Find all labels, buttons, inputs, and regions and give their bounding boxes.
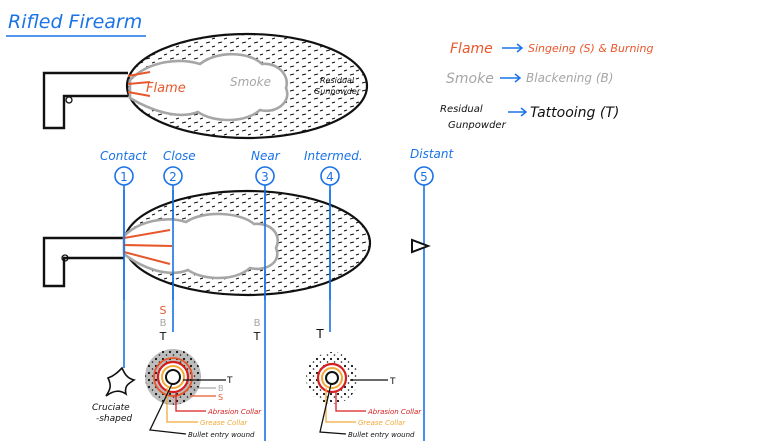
intermediate-line-abrasion <box>335 392 366 412</box>
close-wound: T B S Abrasion Collar Grease Collar Bull… <box>145 349 262 439</box>
close-label-t: T <box>226 376 233 386</box>
top-gun-barrel <box>42 71 128 130</box>
range-close-number: 2 <box>169 170 177 184</box>
bottom-gun-screw <box>61 254 69 262</box>
bullet <box>411 238 431 254</box>
range-markers: Contact 1 Close 2 Near 3 Intermed. 4 Dis… <box>100 147 454 441</box>
contact-wound-label-2: -shaped <box>96 414 132 424</box>
contact-wound-label-1: Cruciate <box>92 403 130 413</box>
legend-smoke-effect: Blackening (B) <box>526 71 613 85</box>
intermediate-wound: T Abrasion Collar Grease Collar Bullet e… <box>306 352 422 439</box>
legend-residual-term: Residual <box>440 104 483 115</box>
range-lines-overlay <box>123 190 331 300</box>
close-label-abrasion: Abrasion Collar <box>207 408 262 416</box>
legend: Flame Singeing (S) & Burning Smoke Black… <box>440 41 653 131</box>
legend-arrow-2 <box>500 73 522 83</box>
cruciate-wound-shape <box>105 366 136 397</box>
range-distant-label: Distant <box>410 147 454 161</box>
legend-arrow-1 <box>502 43 524 53</box>
range-near-label: Near <box>251 149 281 163</box>
top-residual-label: Residual <box>320 76 355 85</box>
top-flame-rays <box>127 71 151 97</box>
near-effect-b: B <box>254 318 261 329</box>
close-effect-s: S <box>160 304 167 317</box>
top-gun-screw <box>65 96 73 104</box>
close-label-entry: Bullet entry wound <box>188 431 255 439</box>
top-smoke-cloud <box>128 52 289 122</box>
page-title: Rifled Firearm <box>8 11 142 33</box>
bottom-gun-barrel <box>42 236 124 288</box>
intermediate-label-grease: Grease Collar <box>358 419 406 427</box>
bottom-firearm <box>42 189 431 297</box>
range-close-label: Close <box>163 149 196 163</box>
range-contact-label: Contact <box>100 149 148 163</box>
intermediate-line-entry <box>319 383 347 435</box>
legend-flame-term: Flame <box>450 41 493 57</box>
top-firearm: Flame Smoke Residual Gunpowder <box>42 32 369 140</box>
intermediate-line-grease <box>325 388 356 423</box>
range-intermediate: Intermed. 4 <box>304 149 363 332</box>
intermediate-label-abrasion: Abrasion Collar <box>367 408 422 416</box>
intermediate-wound-entry <box>325 371 339 385</box>
range-intermediate-number: 4 <box>326 170 334 184</box>
close-wound-singeing <box>153 357 193 397</box>
legend-smoke-term: Smoke <box>446 71 494 87</box>
close-wound-entry <box>165 369 181 385</box>
close-effect-b: B <box>160 318 167 329</box>
range-contact-number: 1 <box>120 170 128 184</box>
intermediate-label-entry: Bullet entry wound <box>348 431 415 439</box>
close-label-grease: Grease Collar <box>200 419 248 427</box>
contact-wound: Cruciate -shaped <box>92 366 136 424</box>
intermediate-effect-t: T <box>315 327 324 341</box>
top-gunpowder-label: Gunpowder <box>314 87 361 96</box>
close-line-abrasion <box>175 392 206 412</box>
legend-arrow-3 <box>508 107 528 117</box>
range-distant: Distant 5 <box>410 147 454 441</box>
range-intermediate-label: Intermed. <box>304 149 363 163</box>
close-label-s: S <box>218 393 223 402</box>
bottom-flame-rays <box>123 229 173 265</box>
close-line-entry <box>149 383 187 435</box>
near-effect-t: T <box>253 330 261 343</box>
close-effect-t: T <box>159 330 167 343</box>
legend-gunpowder-term: Gunpowder <box>448 120 507 131</box>
close-line-grease <box>166 388 198 423</box>
top-smoke-label: Smoke <box>230 75 271 89</box>
legend-residual-effect: Tattooing (T) <box>530 105 619 121</box>
range-distant-number: 5 <box>420 170 428 184</box>
legend-flame-effect: Singeing (S) & Burning <box>528 42 653 55</box>
top-flame-label: Flame <box>146 81 186 96</box>
range-near: Near 3 <box>251 149 281 441</box>
intermediate-label-t: T <box>389 377 396 387</box>
range-near-number: 3 <box>261 170 269 184</box>
close-label-b: B <box>218 384 224 393</box>
